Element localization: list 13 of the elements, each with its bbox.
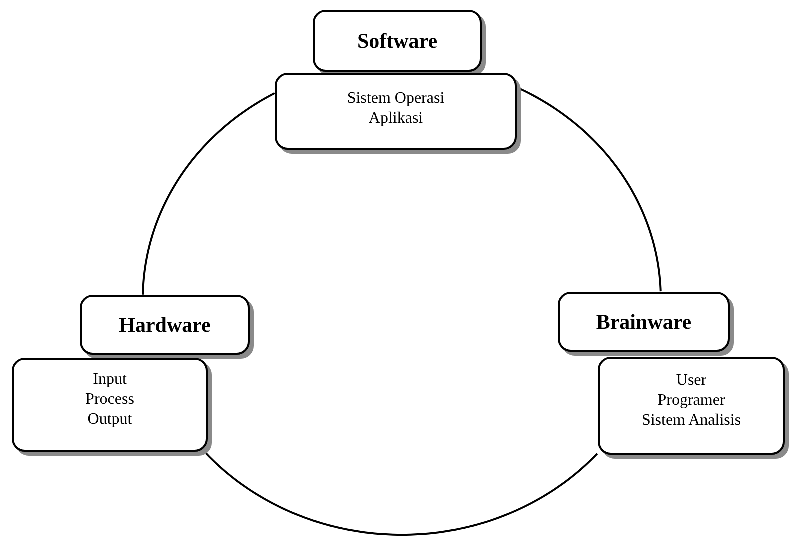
item-text: Output bbox=[88, 410, 132, 430]
connector-line bbox=[204, 452, 598, 536]
item-text: Input bbox=[93, 370, 127, 390]
connector-line bbox=[142, 92, 276, 295]
category-title: Software bbox=[357, 28, 438, 54]
item-text: Sistem Operasi bbox=[347, 89, 445, 109]
item-text: Aplikasi bbox=[368, 109, 424, 129]
item-text: User bbox=[676, 371, 707, 391]
category-title: Hardware bbox=[119, 312, 211, 338]
item-text: Programer bbox=[658, 391, 726, 411]
category-title: Brainware bbox=[596, 310, 692, 334]
item-text: Sistem Analisis bbox=[642, 411, 742, 431]
item-text: Process bbox=[86, 390, 134, 410]
